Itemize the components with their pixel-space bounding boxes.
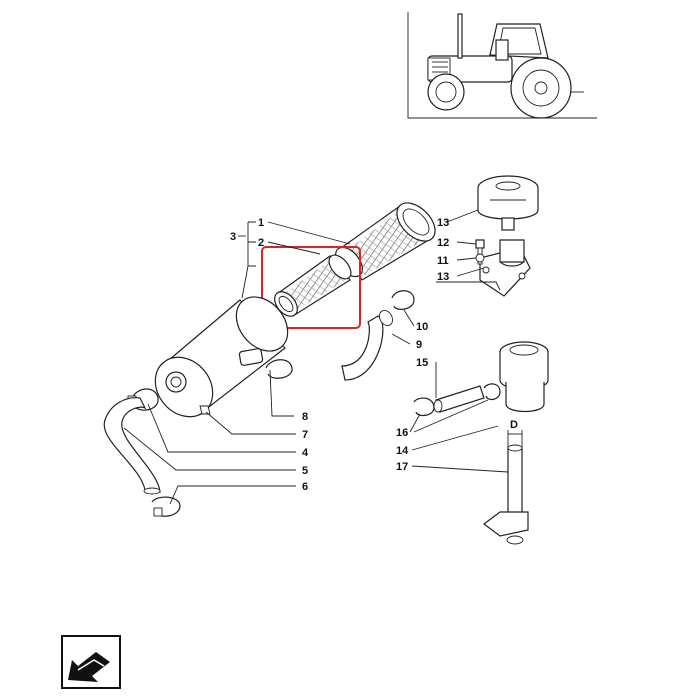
highlight-box [261,246,361,329]
callout-4: 4 [302,447,309,459]
secondary-pre-cleaner [499,341,549,413]
small-clamp-left [413,397,435,417]
hose-clamp-upper [391,290,415,310]
drain-valve [199,405,211,415]
callout-17: 17 [396,461,408,473]
intake-hose [103,397,161,495]
inner-safety-filter [274,254,352,317]
callout-13-top: 13 [437,217,449,229]
hose-clamp-lower [151,496,181,517]
callout-2: 2 [258,237,264,249]
pre-cleaner-cap [477,175,539,231]
intake-elbow-bracket [479,239,531,297]
group-bracket [238,221,256,267]
callout-6: 6 [302,481,308,493]
dimension-d-marker [507,430,523,448]
short-hose [433,385,485,413]
connecting-hose [341,310,394,381]
callout-10: 10 [416,321,428,333]
tractor-icon [427,13,584,119]
washer [475,253,485,263]
dimension-d-label: D [510,419,518,431]
callout-13-bottom: 13 [437,271,449,283]
outlet-clamp [265,359,293,379]
extension-tube [483,444,529,545]
callout-1: 1 [258,217,264,229]
prev-page-arrow-icon[interactable] [61,635,121,689]
callout-14: 14 [396,445,409,457]
outer-filter-cartridge [335,202,436,281]
callout-labels: 1 2 3 13 12 11 13 10 9 15 16 14 17 D 8 7… [230,217,518,493]
small-clamp-right [483,383,501,401]
callout-12: 12 [437,237,449,249]
callout-7: 7 [302,429,308,441]
callout-16: 16 [396,427,408,439]
tractor-locator-inset [407,12,597,119]
leader-lines [123,209,509,505]
callout-5: 5 [302,465,308,477]
callout-15: 15 [416,357,428,369]
callout-11: 11 [437,255,449,267]
callout-3: 3 [230,231,236,243]
air-filter-housing [154,296,289,418]
callout-9: 9 [416,339,422,351]
callout-8: 8 [302,411,308,423]
